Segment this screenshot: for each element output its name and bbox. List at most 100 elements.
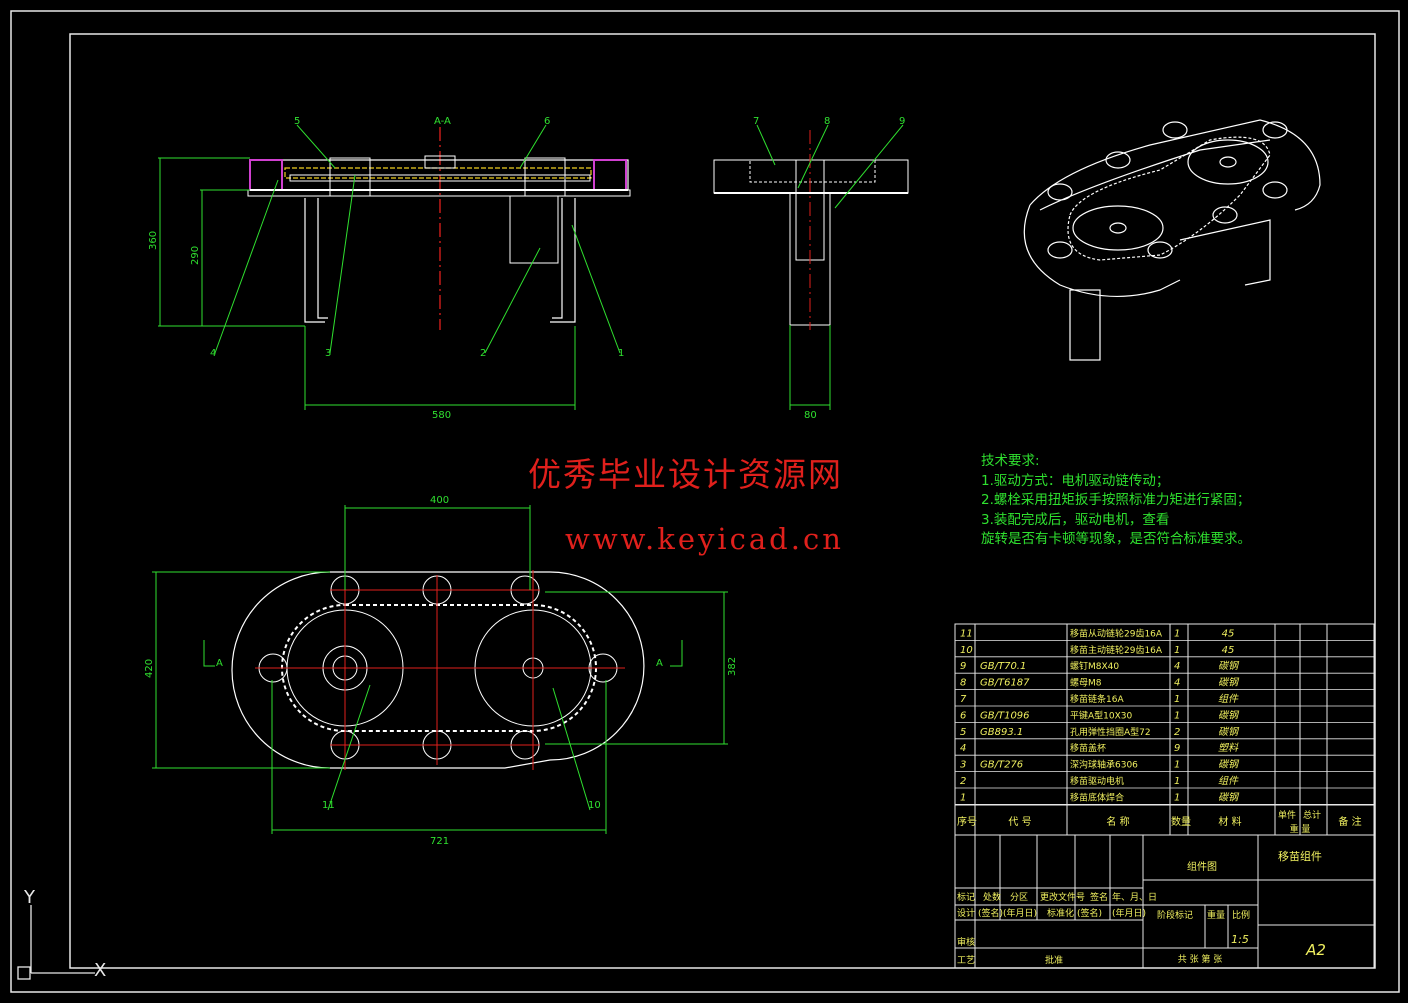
dim-top-right-height: 382 — [727, 657, 738, 676]
tb-label-review: 审核 — [957, 936, 975, 948]
bom-cell-qty: 2 — [1174, 727, 1180, 738]
bom-cell-material: 组件 — [1218, 693, 1239, 705]
bom-cell-name: 孔用弹性挡圈A型72 — [1070, 726, 1151, 738]
dim-front-inner-height: 290 — [190, 246, 201, 265]
section-label: A-A — [434, 116, 451, 127]
balloon-4: 4 — [210, 348, 216, 359]
tb-label-zone: 分区 — [1010, 892, 1028, 903]
drawing-name: 移苗组件 — [1278, 849, 1322, 863]
balloon-7: 7 — [753, 116, 759, 127]
sheet-size: A2 — [1305, 941, 1326, 959]
bom-cell-name: 移苗底体焊合 — [1070, 791, 1124, 803]
bom-cell-material: 碳钢 — [1218, 791, 1240, 803]
ucs-x-label: X — [94, 960, 106, 981]
dim-top-span: 400 — [430, 495, 449, 506]
bom-header-no: 序号 — [957, 815, 977, 828]
bom-cell-qty: 1 — [1174, 760, 1180, 771]
bom-cell-code: GB/T6187 — [980, 678, 1030, 689]
balloon-2: 2 — [480, 348, 486, 359]
tech-title: 技术要求: — [981, 453, 1040, 469]
side-view — [713, 124, 909, 410]
dim-front-width: 580 — [432, 410, 451, 421]
bom-cell-material: 碳钢 — [1218, 660, 1240, 672]
dim-side-width: 80 — [804, 410, 817, 421]
bom-cell-name: 移苗盖杯 — [1070, 742, 1106, 754]
dim-top-height: 420 — [144, 659, 155, 678]
tb-label-std: 标准化 — [1047, 907, 1074, 919]
tb-label-date: 年、月、日 — [1112, 891, 1157, 903]
title-block: 组件图移苗组件1:5A2共 张 第 张标记处数分区更改文件号签名年、月、日设计(… — [957, 849, 1326, 966]
bom-cell-code: GB/T1096 — [980, 710, 1030, 721]
bom-cell-no: 2 — [960, 776, 966, 787]
drawing-scale: 1:5 — [1231, 933, 1249, 946]
bom-cell-no: 8 — [960, 678, 966, 689]
top-view — [152, 505, 728, 834]
bom-cell-material: 塑料 — [1218, 742, 1239, 754]
bom-header-qty: 数量 — [1171, 815, 1191, 828]
ucs-y-label: Y — [23, 887, 36, 908]
bom-cell-name: 移苗链条16A — [1070, 693, 1124, 705]
bom-cell-qty: 1 — [1174, 645, 1180, 656]
view-label-a-left: A — [216, 658, 223, 669]
tb-label-mark: 标记 — [957, 891, 975, 903]
bom-cell-qty: 1 — [1174, 792, 1180, 803]
dim-front-height: 360 — [148, 231, 159, 250]
bom-cell-qty: 1 — [1174, 694, 1180, 705]
tech-line: 2.螺栓采用扭矩扳手按照标准力矩进行紧固； — [981, 492, 1251, 508]
dim-top-width: 721 — [430, 836, 449, 847]
bom-cell-no: 5 — [960, 727, 966, 738]
tb-label-sign: 签名 — [1090, 891, 1108, 903]
bom-cell-material: 45 — [1222, 645, 1235, 656]
tb-label-sign3: (签名) — [1077, 907, 1102, 919]
balloon-6: 6 — [544, 116, 550, 127]
bom-cell-code: GB/T276 — [980, 760, 1023, 771]
balloon-1: 1 — [618, 348, 624, 359]
tb-label-stage: 阶段标记 — [1157, 909, 1193, 921]
bom-cell-name: 深沟球轴承6306 — [1070, 759, 1138, 771]
tb-label-ratio: 比例 — [1232, 909, 1250, 921]
bom-cell-material: 碳钢 — [1218, 709, 1240, 721]
bom-cell-qty: 1 — [1174, 776, 1180, 787]
ucs-icon — [17, 905, 95, 980]
bom-cell-no: 1 — [960, 792, 966, 803]
bom-header-code: 代 号 — [1008, 816, 1031, 828]
balloon-10: 10 — [588, 800, 601, 811]
bom-cell-no: 3 — [960, 760, 966, 771]
tb-label-sign2: (签名) — [978, 907, 1003, 919]
bom-cell-name: 螺钉M8X40 — [1070, 661, 1119, 672]
drawing-frame — [10, 10, 1400, 993]
tb-label-approve: 批准 — [1045, 954, 1063, 966]
isometric-view — [1023, 119, 1321, 361]
bom-cell-code: GB893.1 — [980, 727, 1023, 738]
balloon-5: 5 — [294, 116, 300, 127]
tb-label-ymd2: (年月日) — [1112, 907, 1146, 919]
tb-label-design: 设计 — [957, 907, 975, 919]
tech-line: 1.驱动方式：电机驱动链传动； — [981, 472, 1170, 489]
bom-cell-no: 11 — [960, 628, 973, 639]
bom-header-unit: 单件 — [1278, 809, 1296, 821]
tech-line: 3.装配完成后，驱动电机，查看 — [981, 511, 1170, 528]
bom-cell-material: 45 — [1222, 628, 1235, 639]
tb-label-weight: 重量 — [1207, 909, 1225, 921]
bom-cell-code: GB/T70.1 — [980, 661, 1026, 672]
bom-cell-name: 移苗驱动电机 — [1070, 775, 1124, 787]
bom-cell-material: 碳钢 — [1218, 677, 1240, 689]
front-section-view — [158, 124, 631, 410]
bom-cell-name: 移苗从动链轮29齿16A — [1070, 627, 1163, 639]
bom-cell-no: 6 — [960, 710, 966, 721]
tb-label-count: 处数 — [983, 891, 1001, 903]
drawing-type: 组件图 — [1187, 860, 1217, 873]
bom-table-grid — [954, 623, 1375, 969]
bom-cell-material: 碳钢 — [1218, 726, 1240, 738]
balloon-9: 9 — [899, 116, 905, 127]
watermark-title: 优秀毕业设计资源网 — [528, 455, 843, 494]
tech-line: 旋转是否有卡顿等现象，是否符合标准要求。 — [981, 531, 1251, 547]
bom-header-total: 总计 — [1303, 809, 1321, 821]
bom-cell-name: 螺母M8 — [1070, 678, 1102, 689]
bom-cell-qty: 9 — [1174, 743, 1180, 754]
sheet-info: 共 张 第 张 — [1178, 953, 1223, 965]
bom-cell-no: 4 — [960, 743, 966, 754]
bom-header-material: 材 料 — [1218, 815, 1241, 828]
